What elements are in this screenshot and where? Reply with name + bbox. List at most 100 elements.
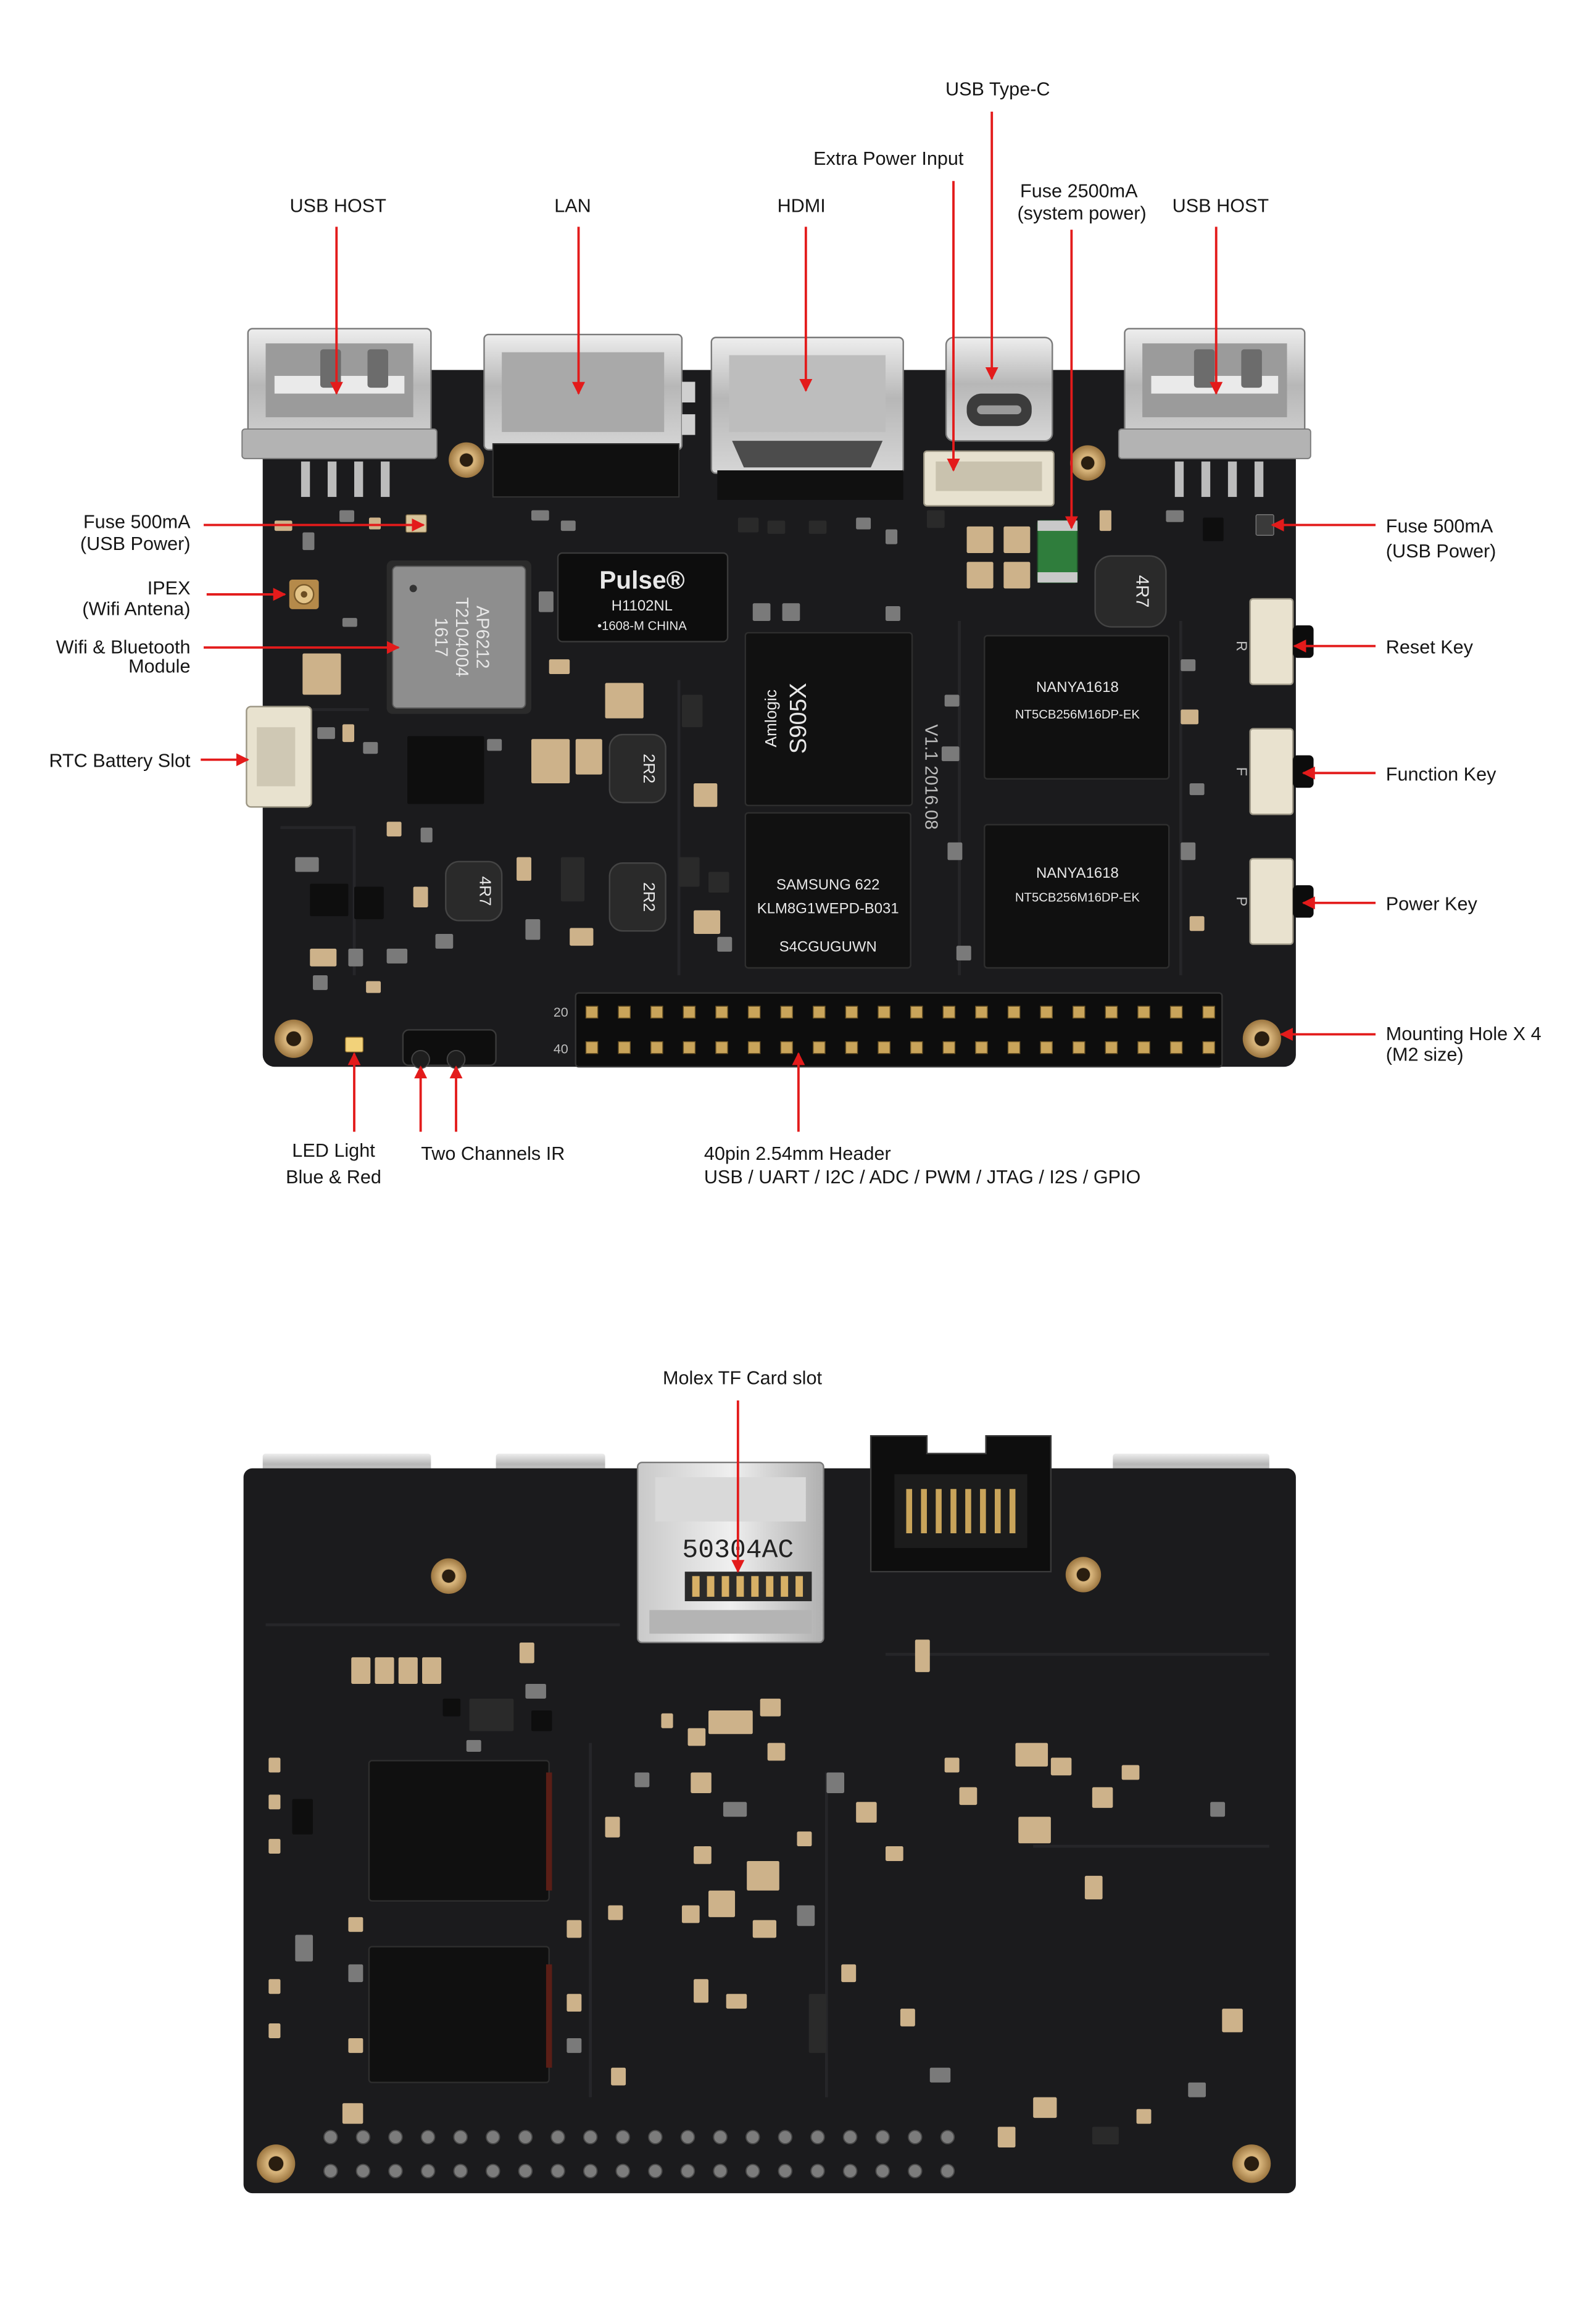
ram-brand-text: NANYA1618 bbox=[1036, 865, 1119, 881]
label-ipex: IPEX bbox=[147, 578, 191, 599]
wifi-bluetooth-module: AP6212 T2104004 1617 bbox=[386, 560, 531, 714]
ir-receiver bbox=[402, 1029, 497, 1069]
label-extra-power-input: Extra Power Input bbox=[813, 148, 964, 169]
ram-part-text: NT5CB256M16DP-EK bbox=[1015, 891, 1140, 904]
smd-component bbox=[841, 1964, 857, 1983]
gpio-header-pin bbox=[323, 2130, 338, 2144]
smd-component bbox=[1018, 1817, 1051, 1844]
function-key-button bbox=[1293, 755, 1314, 788]
gpio-header-pin bbox=[975, 1006, 988, 1019]
usb-left-flange bbox=[241, 428, 438, 459]
smd-component bbox=[661, 1713, 673, 1728]
smd-component bbox=[915, 1639, 930, 1672]
ir-receiver-dome bbox=[446, 1049, 466, 1069]
smd-component bbox=[560, 520, 576, 531]
gpio-header-pin bbox=[648, 2164, 663, 2178]
gpio-header-pin bbox=[942, 1006, 956, 1019]
smd-component bbox=[375, 1657, 394, 1684]
smd-component bbox=[531, 1710, 552, 1731]
inductor-body bbox=[608, 733, 666, 804]
lan-led bbox=[681, 381, 695, 402]
tf-slot-top-plate bbox=[655, 1477, 806, 1522]
smd-component bbox=[366, 981, 381, 993]
mounting-hole bbox=[1242, 1019, 1281, 1058]
header-pin-20-text: 20 bbox=[554, 1005, 568, 1020]
label-fuse-500ma-left: Fuse 500mA bbox=[83, 511, 191, 532]
gpio-header-pin bbox=[388, 2164, 403, 2178]
smd-component bbox=[708, 872, 729, 893]
tf-card-slot: 50304AC bbox=[637, 1462, 824, 1644]
ram-chip-bottom: NANYA1618 NT5CB256M16DP-EK bbox=[984, 823, 1170, 969]
gpio-header-pin bbox=[1137, 1041, 1150, 1054]
gpio-header-pin bbox=[355, 2130, 371, 2144]
usb-right-spring-tab bbox=[1241, 349, 1262, 388]
lan-shell-plate bbox=[502, 352, 665, 432]
mounting-hole bbox=[274, 1019, 313, 1058]
smd-component bbox=[959, 1787, 978, 1805]
reset-key-button bbox=[1293, 625, 1314, 658]
smd-component bbox=[1033, 2097, 1057, 2118]
label-usb-type-c: USB Type-C bbox=[945, 79, 1050, 100]
ir-receiver-dome bbox=[411, 1049, 430, 1069]
mounting-hole-bore bbox=[286, 1031, 301, 1046]
smd-component bbox=[268, 1757, 281, 1773]
label-usb-host-right: USB HOST bbox=[1173, 195, 1269, 216]
bottom-pcb-trace bbox=[265, 1623, 1269, 2097]
usb-left-pin bbox=[381, 461, 390, 498]
rj45-pin bbox=[950, 1489, 957, 1534]
rtc-connector-cavity bbox=[257, 727, 296, 786]
soc-brand-text: Amlogic bbox=[762, 689, 780, 748]
emmc-text: SAMSUNG 622 bbox=[776, 877, 879, 893]
gpio-header-pin bbox=[1073, 1006, 1085, 1019]
smd-component bbox=[413, 886, 428, 907]
gpio-header-pin bbox=[713, 2130, 728, 2144]
mounting-hole bbox=[431, 1558, 467, 1594]
tf-slot-contact bbox=[751, 1576, 759, 1597]
emmc-body bbox=[744, 812, 911, 969]
jst-cavity bbox=[936, 461, 1042, 491]
rj45-pin bbox=[965, 1489, 971, 1534]
tf-slot-contacts bbox=[692, 1576, 803, 1597]
gpio-header-pin bbox=[1040, 1006, 1053, 1019]
label-fuse-2500ma: Fuse 2500mA bbox=[1020, 181, 1138, 202]
smd-component bbox=[466, 1739, 481, 1752]
smd-component bbox=[348, 1917, 363, 1932]
label-fuse-500ma-right: Fuse 500mA bbox=[1386, 515, 1493, 536]
function-key: F bbox=[1233, 728, 1314, 815]
smd-component bbox=[1136, 2109, 1152, 2124]
smd-component bbox=[947, 842, 963, 860]
smd-component bbox=[1003, 562, 1031, 589]
label-mounting-hole-note: (M2 size) bbox=[1386, 1044, 1464, 1065]
pulse-chip-body bbox=[557, 552, 729, 643]
gpio-header-pin bbox=[842, 2164, 858, 2178]
gpio-header-pin bbox=[680, 2130, 695, 2144]
pulse-part-text: H1102NL bbox=[612, 598, 673, 614]
smd-component bbox=[1092, 1787, 1113, 1808]
gpio-header-pin bbox=[1105, 1041, 1118, 1054]
rj45-pin bbox=[921, 1489, 927, 1534]
smd-component bbox=[956, 946, 971, 961]
smd-component bbox=[420, 827, 433, 843]
callout-labels: USB HOST LAN HDMI USB Type-C Extra Power… bbox=[49, 79, 1541, 1389]
gpio-header-pin bbox=[810, 2164, 825, 2178]
gpio-header-pin bbox=[420, 2130, 436, 2144]
gpio-header-pin bbox=[813, 1006, 826, 1019]
pulse-brand-text: Pulse® bbox=[599, 565, 684, 594]
gpio-header-pin bbox=[842, 2130, 858, 2144]
smd-component bbox=[549, 659, 570, 675]
inductor: 4R7 bbox=[1094, 555, 1167, 628]
smd-component bbox=[1015, 1743, 1048, 1767]
smd-component bbox=[1166, 510, 1184, 522]
emmc-text: KLM8G1WEPD-B031 bbox=[757, 901, 899, 917]
smd-component bbox=[966, 526, 994, 553]
gpio-header-pin bbox=[780, 1006, 794, 1019]
mounting-hole-bore bbox=[1244, 2156, 1260, 2172]
smd-component bbox=[681, 694, 703, 728]
label-fuse-2500ma-note: (system power) bbox=[1017, 202, 1146, 223]
gpio-header-pin bbox=[778, 2164, 793, 2178]
gpio-header-pin bbox=[1169, 1006, 1183, 1019]
mounting-hole-bore bbox=[268, 2156, 284, 2172]
lan-plastic-base bbox=[492, 443, 680, 498]
gpio-header-pin bbox=[878, 1006, 890, 1019]
label-mounting-hole: Mounting Hole X 4 bbox=[1386, 1023, 1542, 1044]
